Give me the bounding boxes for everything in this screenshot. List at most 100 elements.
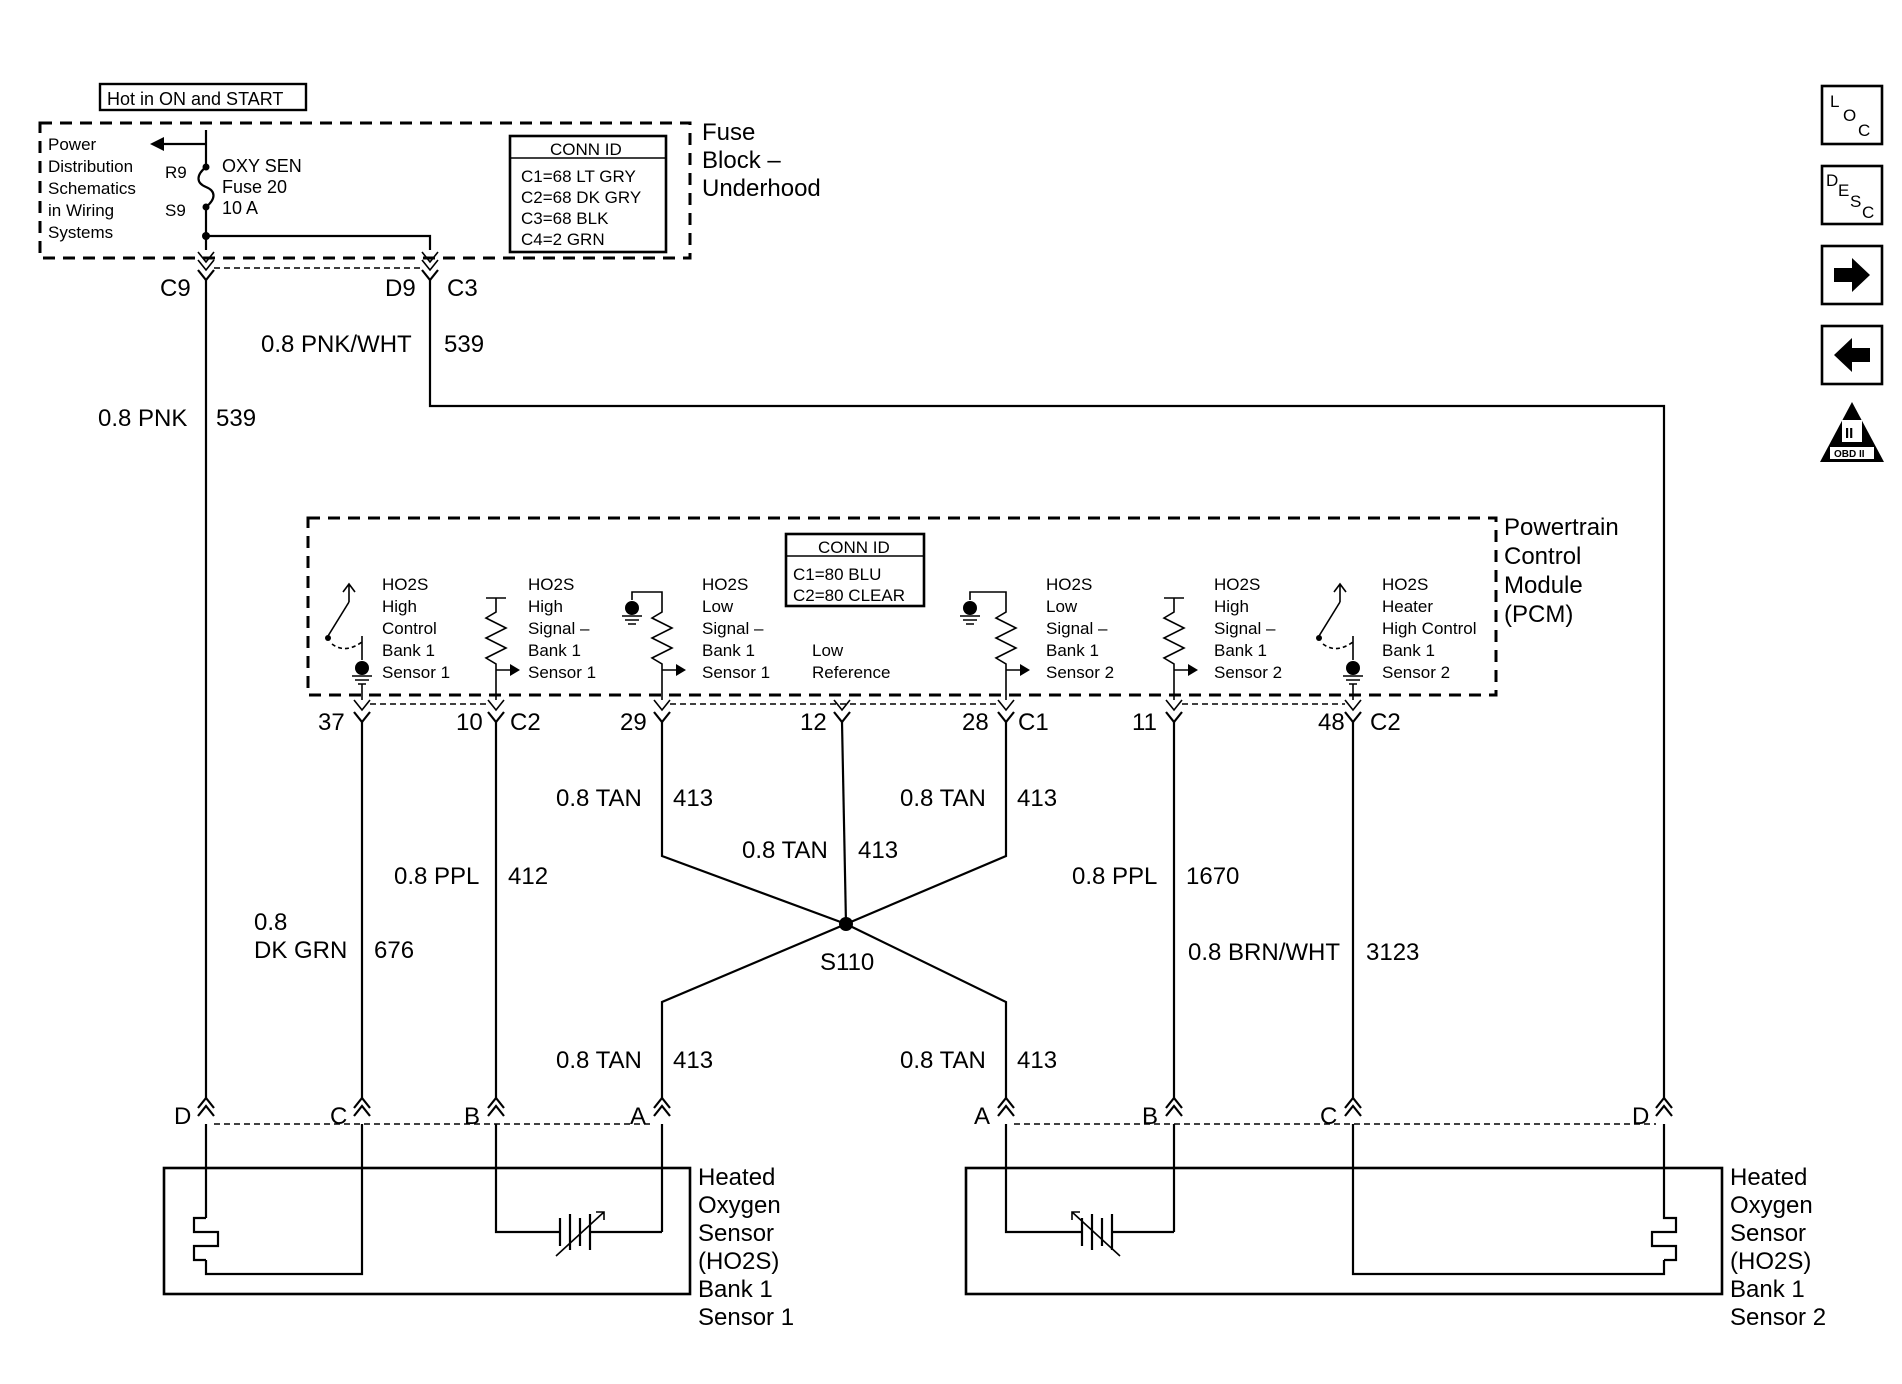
svg-text:C3=68 BLK: C3=68 BLK xyxy=(521,209,609,228)
svg-text:Block –: Block – xyxy=(702,147,781,174)
svg-text:HO2S: HO2S xyxy=(1214,575,1260,594)
svg-text:Heater: Heater xyxy=(1382,597,1433,616)
sensor2-box xyxy=(964,1166,1724,1296)
wire-dkgrn-gauge-1: 0.8 xyxy=(254,909,287,936)
svg-text:CONN ID: CONN ID xyxy=(550,140,622,159)
svg-text:C1=80 BLU: C1=80 BLU xyxy=(793,565,881,584)
svg-text:Signal –: Signal – xyxy=(1214,619,1276,638)
pcm-circuit-37-label: HO2S High Control Bank 1 Sensor 1 xyxy=(382,575,450,682)
next-page-button[interactable] xyxy=(1820,244,1884,306)
s2-pin-c: C xyxy=(1320,1103,1337,1130)
sensor-connectors xyxy=(197,1096,1673,1125)
svg-text:Heated: Heated xyxy=(1730,1164,1807,1191)
splice-s110-label: S110 xyxy=(820,949,874,976)
svg-text:(PCM): (PCM) xyxy=(1504,601,1573,628)
svg-text:C4=2 GRN: C4=2 GRN xyxy=(521,230,605,249)
svg-text:Bank 1: Bank 1 xyxy=(698,1276,773,1303)
wire-tan-12 xyxy=(840,721,848,925)
wire-pnkwht-gauge: 0.8 PNK/WHT xyxy=(261,331,412,358)
pcm-conn-id-box: CONN ID C1=80 BLU C2=80 CLEAR xyxy=(784,532,926,608)
svg-text:HO2S: HO2S xyxy=(382,575,428,594)
wire-tan-29-gauge: 0.8 TAN xyxy=(556,785,642,812)
wire-ppl-412-gauge: 0.8 PPL xyxy=(394,863,479,890)
wire-dkgrn-gauge-2: DK GRN xyxy=(254,937,347,964)
connector-d9 xyxy=(421,251,439,272)
pcm-switch-48-icon xyxy=(1316,582,1363,700)
svg-text:Sensor 1: Sensor 1 xyxy=(528,663,596,682)
svg-text:Sensor 1: Sensor 1 xyxy=(698,1304,794,1331)
svg-text:C1=68 LT GRY: C1=68 LT GRY xyxy=(521,167,636,186)
prev-page-button[interactable] xyxy=(1820,324,1884,386)
svg-text:C: C xyxy=(1858,121,1870,140)
wire-brnwht-circuit: 3123 xyxy=(1366,939,1419,966)
hot-label-box xyxy=(98,82,308,112)
wire-ppl-412-circuit: 412 xyxy=(508,863,548,890)
desc-button[interactable]: D E S C xyxy=(1820,164,1884,226)
wire-tan-29 xyxy=(660,722,847,926)
svg-text:Control: Control xyxy=(1504,543,1581,570)
svg-text:Sensor 2: Sensor 2 xyxy=(1214,663,1282,682)
svg-text:S: S xyxy=(1850,192,1861,211)
wire-tan-a2-gauge: 0.8 TAN xyxy=(900,1047,986,1074)
svg-text:L: L xyxy=(1830,92,1839,111)
svg-text:High: High xyxy=(382,597,417,616)
svg-text:Bank 1: Bank 1 xyxy=(382,641,435,660)
pcm-pin-10: 10 xyxy=(456,709,483,736)
obd-ii-button[interactable]: II OBD II xyxy=(1820,402,1884,462)
fuse-conn-id-box: CONN ID C1=68 LT GRY C2=68 DK GRY C3=68 … xyxy=(508,134,668,254)
pcm-pin-12: 12 xyxy=(800,709,827,736)
svg-text:Bank 1: Bank 1 xyxy=(1046,641,1099,660)
svg-text:Control: Control xyxy=(382,619,437,638)
wire-pnk-circuit: 539 xyxy=(216,405,256,432)
wire-tan-a1-gauge: 0.8 TAN xyxy=(556,1047,642,1074)
wire-tan-a1 xyxy=(660,922,847,1098)
svg-text:Sensor 2: Sensor 2 xyxy=(1730,1304,1826,1331)
s2-pin-d: D xyxy=(1632,1103,1649,1130)
sensor1-title: Heated Oxygen Sensor (HO2S) Bank 1 Senso… xyxy=(698,1164,794,1331)
fuse-icon xyxy=(197,166,215,208)
svg-text:Sensor 2: Sensor 2 xyxy=(1382,663,1450,682)
svg-text:Sensor 2: Sensor 2 xyxy=(1046,663,1114,682)
arrow-right-icon xyxy=(1834,258,1870,292)
svg-text:HO2S: HO2S xyxy=(1382,575,1428,594)
wire-tan-28-gauge: 0.8 TAN xyxy=(900,785,986,812)
svg-text:High: High xyxy=(1214,597,1249,616)
svg-text:O: O xyxy=(1843,106,1856,125)
pcm-resistor-29-icon xyxy=(622,591,686,700)
svg-text:Power: Power xyxy=(48,135,97,154)
pcm-pin-28: 28 xyxy=(962,709,989,736)
pcm-pin-48: 48 xyxy=(1318,709,1345,736)
wire-tan-a2-circuit: 413 xyxy=(1017,1047,1057,1074)
sensor2-element-icon xyxy=(1071,1211,1174,1257)
svg-text:C: C xyxy=(1862,203,1874,222)
pcm-conn-c2-b: C2 xyxy=(1370,709,1401,736)
svg-text:(HO2S): (HO2S) xyxy=(1730,1248,1811,1275)
svg-text:Bank 1: Bank 1 xyxy=(702,641,755,660)
svg-text:Systems: Systems xyxy=(48,223,113,242)
wire-ppl-1670-circuit: 1670 xyxy=(1186,863,1239,890)
svg-text:Fuse: Fuse xyxy=(702,119,755,146)
pcm-resistor-10-icon xyxy=(484,597,520,700)
splice-s110 xyxy=(839,917,853,931)
svg-text:Reference: Reference xyxy=(812,663,890,682)
wire-pnkwht-539 xyxy=(428,280,1666,1098)
svg-text:Signal –: Signal – xyxy=(1046,619,1108,638)
arrow-left-icon xyxy=(1834,338,1870,372)
svg-text:Fuse 20: Fuse 20 xyxy=(222,177,287,197)
fuse-block-title: Fuse Block – Underhood xyxy=(702,119,821,202)
pcm-circuit-12-label: Low Reference xyxy=(812,641,890,682)
loc-button[interactable]: L O C xyxy=(1820,84,1884,146)
pcm-switch-37-icon xyxy=(325,582,372,700)
s2-pin-a: A xyxy=(974,1103,990,1130)
pcm-circuit-10-label: HO2S High Signal – Bank 1 Sensor 1 xyxy=(528,575,596,682)
svg-text:Oxygen: Oxygen xyxy=(1730,1192,1813,1219)
sensor1-heater-icon xyxy=(192,1216,220,1262)
connector-c9 xyxy=(197,251,215,272)
svg-text:OXY SEN: OXY SEN xyxy=(222,156,302,176)
wire-tan-a2 xyxy=(845,923,1008,1098)
pcm-conn-c1: C1 xyxy=(1018,709,1049,736)
svg-text:10 A: 10 A xyxy=(222,198,258,218)
svg-text:Low: Low xyxy=(702,597,734,616)
svg-text:Sensor: Sensor xyxy=(698,1220,774,1247)
